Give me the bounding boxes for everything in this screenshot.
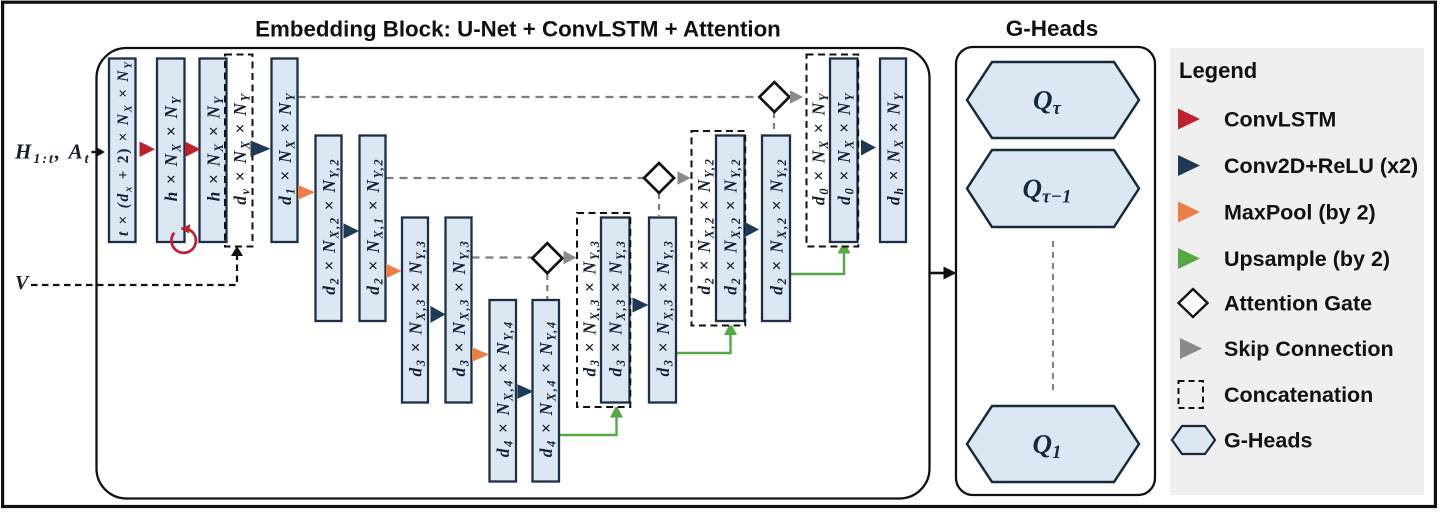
svg-text:d4 × NX,4 × NY,4: d4 × NX,4 × NY,4 bbox=[536, 320, 559, 457]
svg-text:MaxPool (by 2): MaxPool (by 2) bbox=[1224, 201, 1376, 225]
svg-text:d2 × NX,2 × NY,2: d2 × NX,2 × NY,2 bbox=[694, 157, 717, 294]
svg-text:G-Heads: G-Heads bbox=[1006, 16, 1099, 41]
svg-text:G-Heads: G-Heads bbox=[1224, 429, 1312, 453]
svg-text:ConvLSTM: ConvLSTM bbox=[1224, 108, 1336, 132]
svg-text:d3 × NX,3 × NY,3: d3 × NX,3 × NY,3 bbox=[653, 239, 676, 376]
svg-text:dh × NX × NY: dh × NX × NY bbox=[883, 91, 906, 205]
svg-text:d0 × NX × NY: d0 × NX × NY bbox=[834, 92, 857, 205]
svg-text:Legend: Legend bbox=[1179, 58, 1257, 83]
svg-text:Conv2D+ReLU (x2): Conv2D+ReLU (x2) bbox=[1224, 154, 1418, 178]
svg-text:h × NX × NY: h × NX × NY bbox=[203, 95, 226, 201]
svg-text:Concatenation: Concatenation bbox=[1224, 383, 1373, 407]
svg-text:Upsample (by 2): Upsample (by 2) bbox=[1224, 247, 1390, 271]
svg-text:Attention Gate: Attention Gate bbox=[1224, 292, 1372, 316]
svg-text:t × (dx + 2) × NX × NY: t × (dx + 2) × NX × NY bbox=[115, 60, 135, 236]
svg-text:d2 × NX,2 × NY,2: d2 × NX,2 × NY,2 bbox=[766, 158, 789, 295]
svg-text:d2 × NX,2 × NY,2: d2 × NX,2 × NY,2 bbox=[721, 158, 744, 295]
svg-text:d0 × NX × NY: d0 × NX × NY bbox=[808, 92, 831, 205]
svg-text:Skip Connection: Skip Connection bbox=[1224, 337, 1394, 361]
svg-text:d3 × NX,3 × NY,3: d3 × NX,3 × NY,3 bbox=[405, 239, 428, 376]
svg-text:d2 × NX,2 × NY,2: d2 × NX,2 × NY,2 bbox=[319, 158, 342, 295]
svg-text:d3 × NX,3 × NY,3: d3 × NX,3 × NY,3 bbox=[449, 239, 472, 376]
svg-text:d1 × NX × NY: d1 × NX × NY bbox=[275, 92, 298, 205]
svg-text:V: V bbox=[15, 272, 30, 294]
svg-text:dv × NX × NY: dv × NX × NY bbox=[230, 92, 253, 204]
svg-text:d2 × NX,1 × NY,2: d2 × NX,1 × NY,2 bbox=[363, 158, 386, 295]
svg-text:h × NX × NY: h × NX × NY bbox=[161, 95, 184, 201]
svg-text:d3 × NX,3 × NY,3: d3 × NX,3 × NY,3 bbox=[579, 239, 602, 376]
svg-text:Embedding Block: U-Net + ConvL: Embedding Block: U-Net + ConvLSTM + Atte… bbox=[255, 17, 781, 42]
svg-text:d3 × NX,3 × NY,3: d3 × NX,3 × NY,3 bbox=[606, 239, 629, 376]
svg-text:d4 × NX,4 × NY,4: d4 × NX,4 × NY,4 bbox=[493, 320, 516, 457]
